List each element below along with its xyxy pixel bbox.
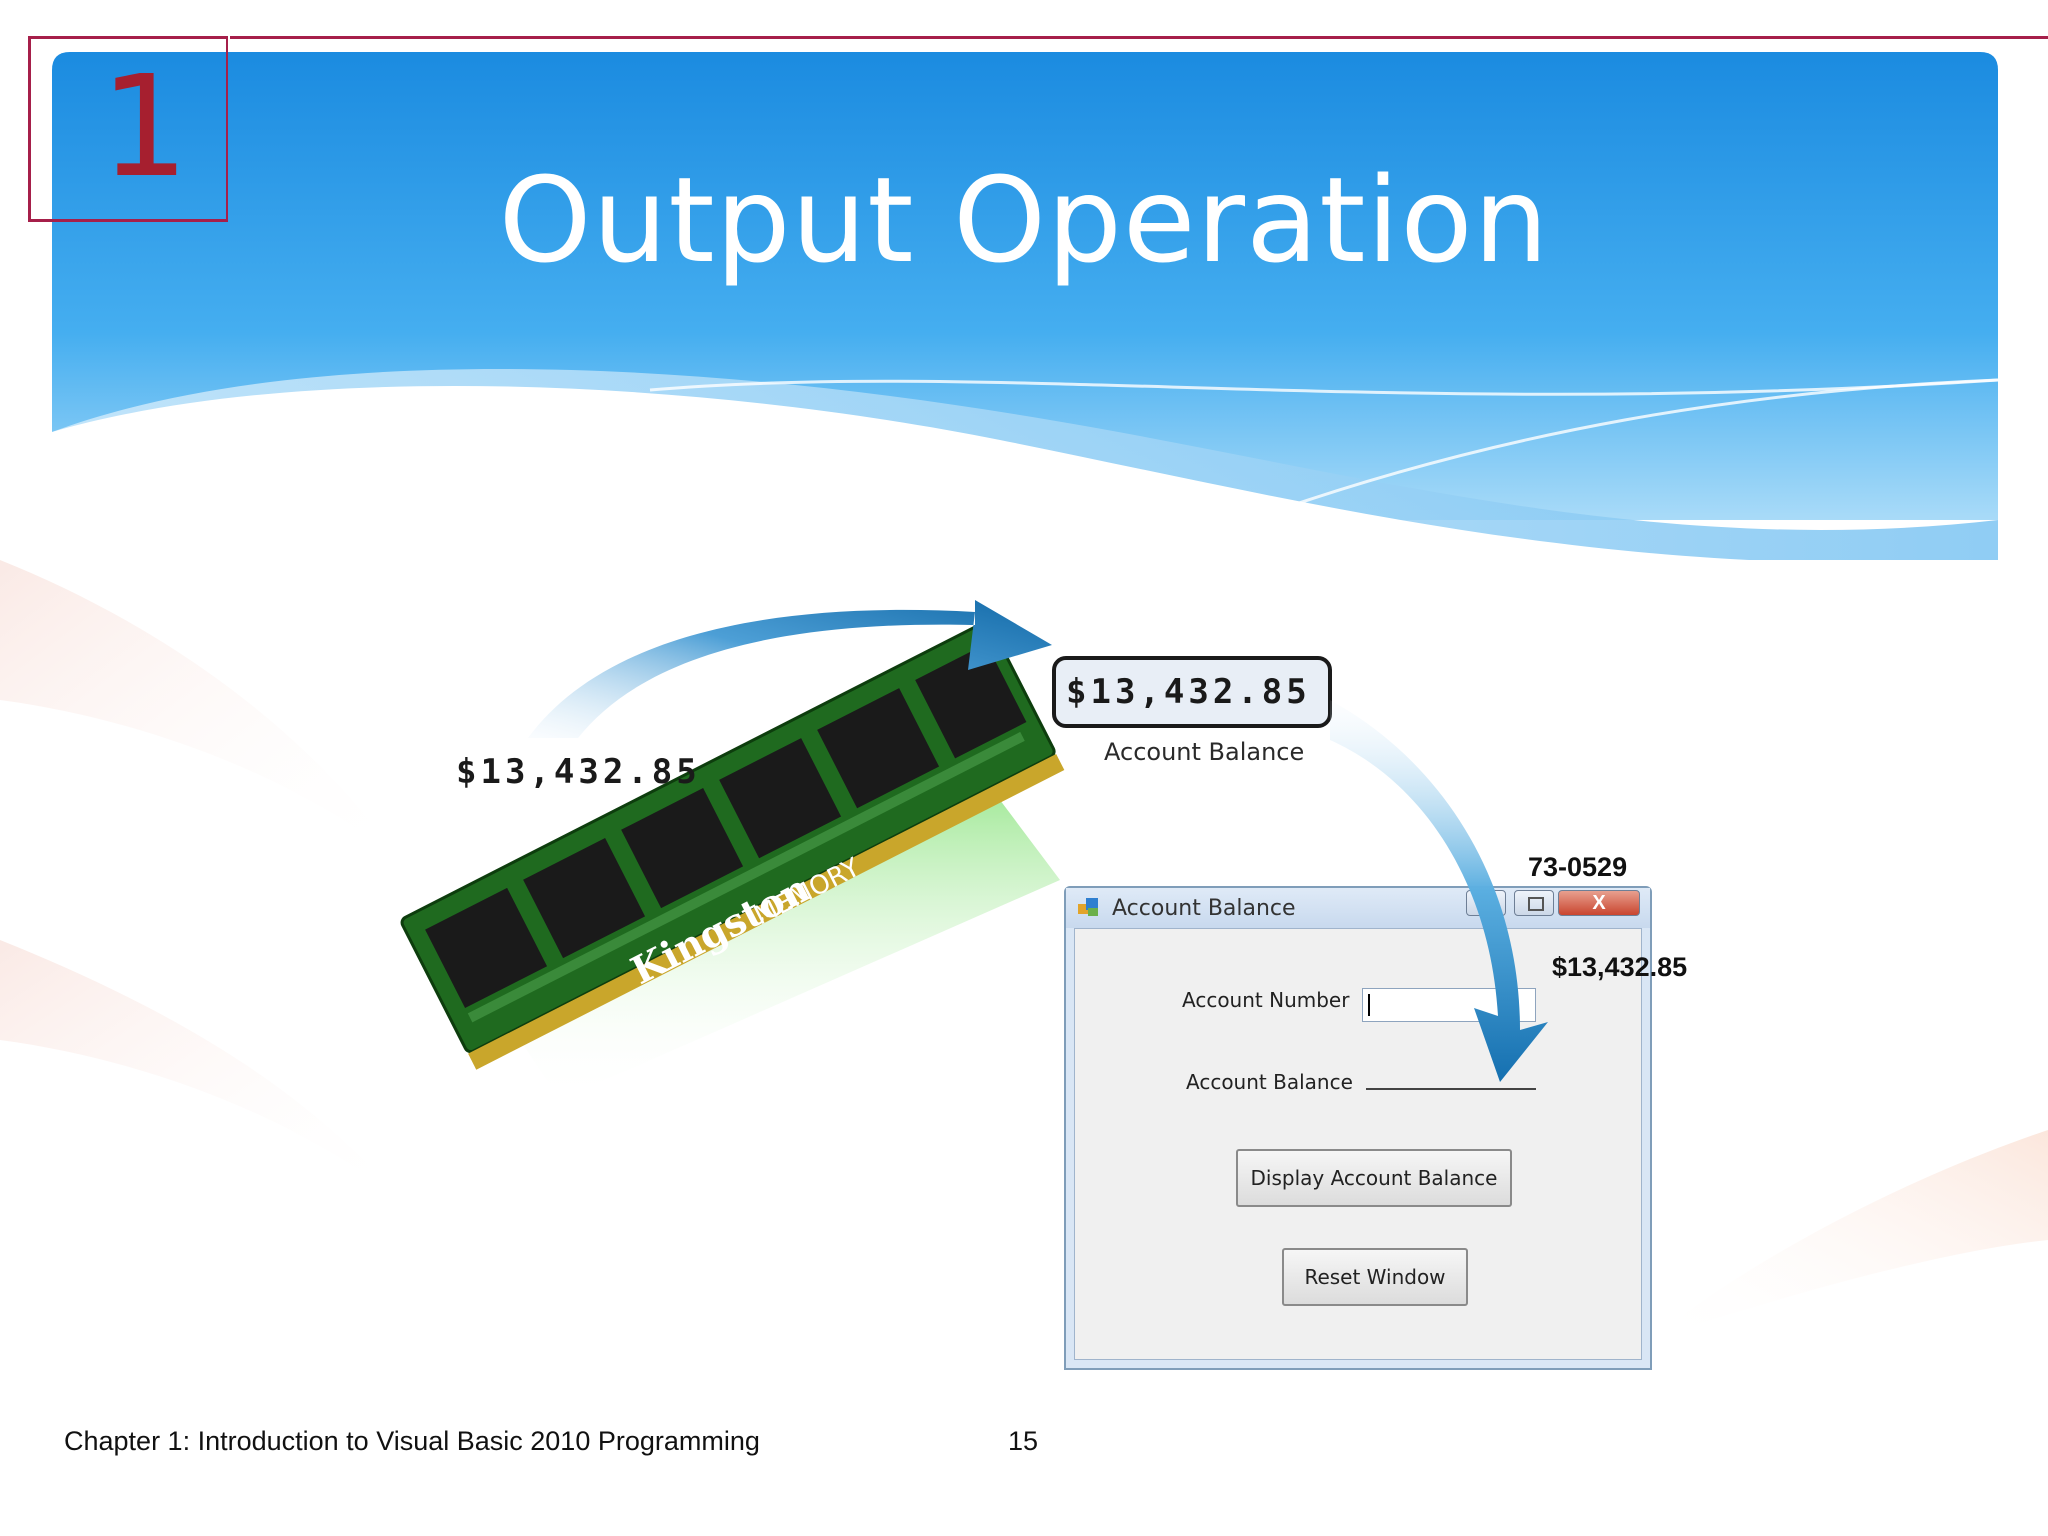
memory-value: $13,432.85 (456, 752, 701, 792)
footer-chapter: Chapter 1: Introduction to Visual Basic … (64, 1426, 760, 1456)
account-number-input[interactable] (1362, 988, 1536, 1022)
display-account-balance-button[interactable]: Display Account Balance (1236, 1149, 1512, 1207)
app-icon (1078, 898, 1098, 916)
top-rule (230, 36, 2048, 39)
slide-number-box (28, 36, 228, 222)
account-number-label: Account Number (1182, 988, 1350, 1012)
window-title-bar[interactable]: Account Balance X (1066, 888, 1650, 928)
maximize-icon (1528, 897, 1544, 911)
reset-window-button[interactable]: Reset Window (1282, 1248, 1468, 1306)
lcd-value: $13,432.85 (1066, 672, 1311, 712)
slide-title: Output Operation (498, 151, 1550, 289)
annotation-balance: $13,432.85 (1552, 952, 1688, 982)
annotation-account-number: 73-0529 (1528, 852, 1628, 882)
slide-number: 1 (100, 46, 190, 209)
text-caret (1368, 994, 1370, 1016)
account-balance-output (1366, 1088, 1536, 1090)
account-balance-display (1052, 656, 1332, 728)
minimize-button[interactable] (1466, 890, 1506, 916)
lcd-caption: Account Balance (1104, 738, 1305, 766)
close-button[interactable]: X (1558, 890, 1640, 916)
maximize-button[interactable] (1514, 890, 1554, 916)
footer-page-number: 15 (1008, 1426, 1039, 1456)
window-title: Account Balance (1112, 896, 1296, 921)
account-balance-label: Account Balance (1186, 1070, 1353, 1094)
